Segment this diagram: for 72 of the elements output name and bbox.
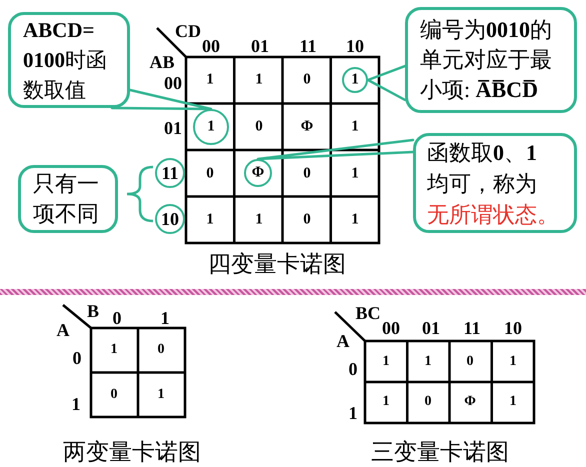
code-label: 11: [162, 164, 178, 182]
map-caption: 两变量卡诺图: [63, 440, 201, 464]
cell-value: 1: [351, 120, 359, 134]
code-label: 00: [382, 319, 400, 337]
cell-value: 1: [110, 343, 118, 357]
variable-label: AB: [150, 53, 174, 71]
cell-value: 0: [303, 166, 311, 182]
variable-label: CD: [175, 22, 201, 40]
cell-value: 0: [158, 343, 164, 357]
code-label: 1: [72, 395, 80, 413]
cell-value: 1: [382, 355, 390, 369]
highlight-ring: [342, 67, 368, 93]
variable-label: A: [56, 321, 70, 339]
code-label: 0: [72, 349, 82, 367]
cell-value: Φ: [252, 166, 264, 180]
callout-bubble: [18, 165, 118, 233]
callout-pointer: [366, 64, 406, 102]
cell-value: 0: [303, 212, 311, 228]
code-label: 00: [202, 37, 220, 55]
cell-value: 0: [255, 120, 263, 134]
variable-label: B: [87, 302, 99, 320]
highlight-ring: [193, 109, 229, 145]
callout-pointer: [110, 88, 212, 110]
highlight-ring: [155, 158, 185, 188]
code-label: 10: [161, 210, 179, 228]
callout-text: 无所谓状态。: [427, 200, 560, 228]
cell-value: 1: [351, 72, 359, 88]
cell-value: 0: [466, 355, 474, 369]
code-label: 11: [300, 37, 316, 55]
cell-value: 1: [255, 212, 263, 228]
map-caption: 四变量卡诺图: [208, 252, 346, 276]
code-label: 10: [346, 37, 364, 55]
cell-value: 1: [510, 355, 516, 369]
code-label: 11: [464, 319, 480, 337]
code-label: 01: [164, 119, 182, 137]
callout-bubble: [413, 133, 577, 233]
cell-value: 1: [207, 120, 215, 134]
callout-pointer: [256, 138, 414, 160]
cell-value: 0: [303, 72, 311, 88]
code-label: 0: [348, 360, 358, 378]
cell-value: Φ: [300, 120, 314, 134]
callout-text: 函数取0、1均可，称为: [427, 138, 538, 198]
cell-value: 1: [424, 355, 432, 369]
cell-value: 1: [510, 395, 516, 409]
code-label: 01: [251, 37, 269, 55]
cell-value: 1: [351, 166, 359, 182]
map-caption: 三变量卡诺图: [371, 440, 509, 464]
code-label: 1: [348, 404, 358, 422]
code-label: 0: [112, 309, 122, 327]
code-label: 01: [422, 319, 440, 337]
highlight-ring: [155, 204, 185, 234]
code-label: 10: [504, 319, 522, 337]
cell-value: 1: [351, 212, 359, 228]
cell-value: 0: [206, 166, 214, 182]
cell-value: 1: [255, 72, 263, 88]
callout-text: ABCD= 0100时函数取值: [23, 17, 108, 104]
cell-value: 0: [110, 388, 118, 402]
code-label: 1: [160, 309, 170, 327]
cell-value: 1: [206, 212, 214, 228]
cell-value: Φ: [464, 395, 476, 409]
code-label: 00: [164, 74, 182, 92]
callout-text: 编号为0010的单元对应于最小项: A̅B̅CD̅: [420, 16, 553, 104]
callout-text: 只有一项不同: [33, 170, 100, 228]
cell-value: 1: [206, 72, 214, 88]
callout-bubble: [405, 7, 577, 113]
cell-value: 1: [158, 388, 164, 402]
cell-value: 1: [382, 395, 390, 409]
callout-bubble: [8, 12, 130, 108]
cell-value: 0: [424, 395, 432, 409]
highlight-ring: [244, 159, 272, 187]
variable-label: BC: [356, 304, 380, 322]
variable-label: A: [336, 332, 350, 350]
